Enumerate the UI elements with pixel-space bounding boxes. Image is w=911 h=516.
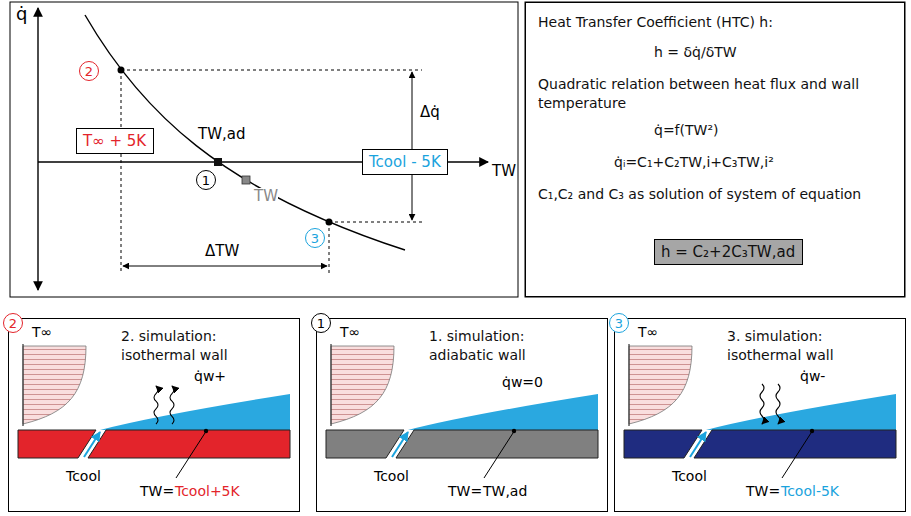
wall-point — [810, 429, 814, 433]
label: Tcool-5K — [781, 483, 839, 499]
coolant-film — [706, 394, 896, 430]
coolant-jet — [84, 432, 100, 457]
callout-text: 3 — [615, 316, 623, 331]
label-text: C₁,C₂ and C₃ as solution of system of eq… — [538, 185, 888, 204]
label-text: Quadratic relation between heat flux and… — [538, 75, 888, 113]
heat-flux-arrow — [154, 386, 158, 424]
chart-frame — [10, 2, 518, 297]
wall — [624, 430, 702, 458]
callout-text: 3 — [311, 231, 319, 246]
label: TW= — [746, 483, 780, 499]
callout-number: 1 — [311, 313, 331, 333]
label-text: h = δq̇/δTW — [654, 43, 737, 62]
wall-point — [512, 429, 516, 433]
label: q̇w=0 — [502, 374, 543, 390]
text-frame — [525, 2, 905, 297]
callout-text: 2 — [9, 316, 17, 331]
y-axis — [37, 8, 38, 290]
label: TW,ad — [483, 483, 527, 499]
label: T∞ — [340, 324, 360, 340]
leader-line — [176, 433, 205, 478]
heat-flux-arrow — [170, 386, 174, 424]
text-panel: 2. simulation: isothermal wall 2 — [8, 318, 300, 512]
label: TW,ad — [198, 126, 245, 143]
label-box: Tcool - 5K — [362, 149, 448, 175]
coolant-jet — [690, 432, 706, 457]
label: Tcool — [374, 468, 409, 484]
callout-text: 2 — [85, 64, 93, 79]
label: Δq̇ — [420, 104, 440, 121]
point — [214, 158, 222, 166]
callout-number: 2 — [79, 61, 99, 81]
velocity-profile — [629, 346, 692, 424]
wall — [694, 430, 896, 458]
label: T∞ — [32, 324, 52, 340]
velocity-profile — [331, 346, 394, 424]
label-text: T∞ + 5K — [83, 132, 146, 150]
point — [326, 219, 333, 226]
heat-flux-arrow — [776, 384, 780, 424]
label-box: h = C₂+2C₃TW,ad — [654, 239, 803, 265]
wall — [18, 430, 96, 458]
label: Tcool — [66, 468, 101, 484]
wall-point — [204, 429, 208, 433]
label: q̇w+ — [194, 368, 226, 384]
label: ΔTW — [205, 243, 239, 260]
point — [118, 67, 125, 74]
callout-text: 1 — [202, 173, 210, 188]
label-text: Heat Transfer Coefficient (HTC) h: — [538, 13, 773, 32]
label: TW= — [448, 483, 482, 499]
callout-number: 2 — [3, 313, 23, 333]
coolant-jet — [392, 432, 408, 457]
text-panel: 3. simulation: isothermal wall 3 — [614, 318, 906, 512]
profile-axis — [330, 344, 331, 426]
point — [242, 176, 250, 184]
label-text: 2. simulation: isothermal wall — [121, 327, 271, 365]
wall — [326, 430, 404, 458]
profile-axis — [22, 344, 23, 426]
profile-axis — [628, 344, 629, 426]
delta-t-arrow — [123, 266, 327, 267]
label-box: T∞ + 5K — [76, 128, 154, 154]
text-panel: 1. simulation: adiabatic wall 1 — [316, 318, 608, 512]
wall — [396, 430, 598, 458]
velocity-profile — [23, 346, 86, 424]
label: TW — [254, 188, 278, 205]
label-text: q̇ᵢ=C₁+C₂TW,i+C₃TW,i² — [614, 153, 774, 172]
label: Tcool+5K — [175, 483, 240, 499]
label-text: 3. simulation: isothermal wall — [727, 327, 877, 365]
leader-line — [782, 433, 811, 478]
callout-text: 1 — [317, 316, 325, 331]
callout-number: 1 — [196, 170, 216, 190]
label: T∞ — [638, 324, 658, 340]
leader-line — [484, 433, 513, 478]
text-panel: Heat Transfer Coefficient (HTC) h: h = δq… — [525, 2, 905, 297]
label: Tcool — [672, 468, 707, 484]
coolant-film — [408, 394, 598, 430]
label: q̇w- — [800, 368, 825, 384]
label-text: q̇=f(TW²) — [654, 121, 718, 140]
label-text: Tcool - 5K — [369, 153, 441, 171]
wall — [88, 430, 290, 458]
callout-number: 3 — [305, 228, 325, 248]
label: TW= — [140, 483, 174, 499]
label: TW — [492, 163, 516, 180]
heat-flux-arrow — [760, 384, 764, 424]
coolant-film — [100, 394, 290, 430]
label: q̇ — [16, 4, 27, 25]
label-text: h = C₂+2C₃TW,ad — [661, 243, 795, 261]
label-text: 1. simulation: adiabatic wall — [429, 327, 579, 365]
delta-q-arrow — [412, 72, 413, 220]
callout-number: 3 — [609, 313, 629, 333]
